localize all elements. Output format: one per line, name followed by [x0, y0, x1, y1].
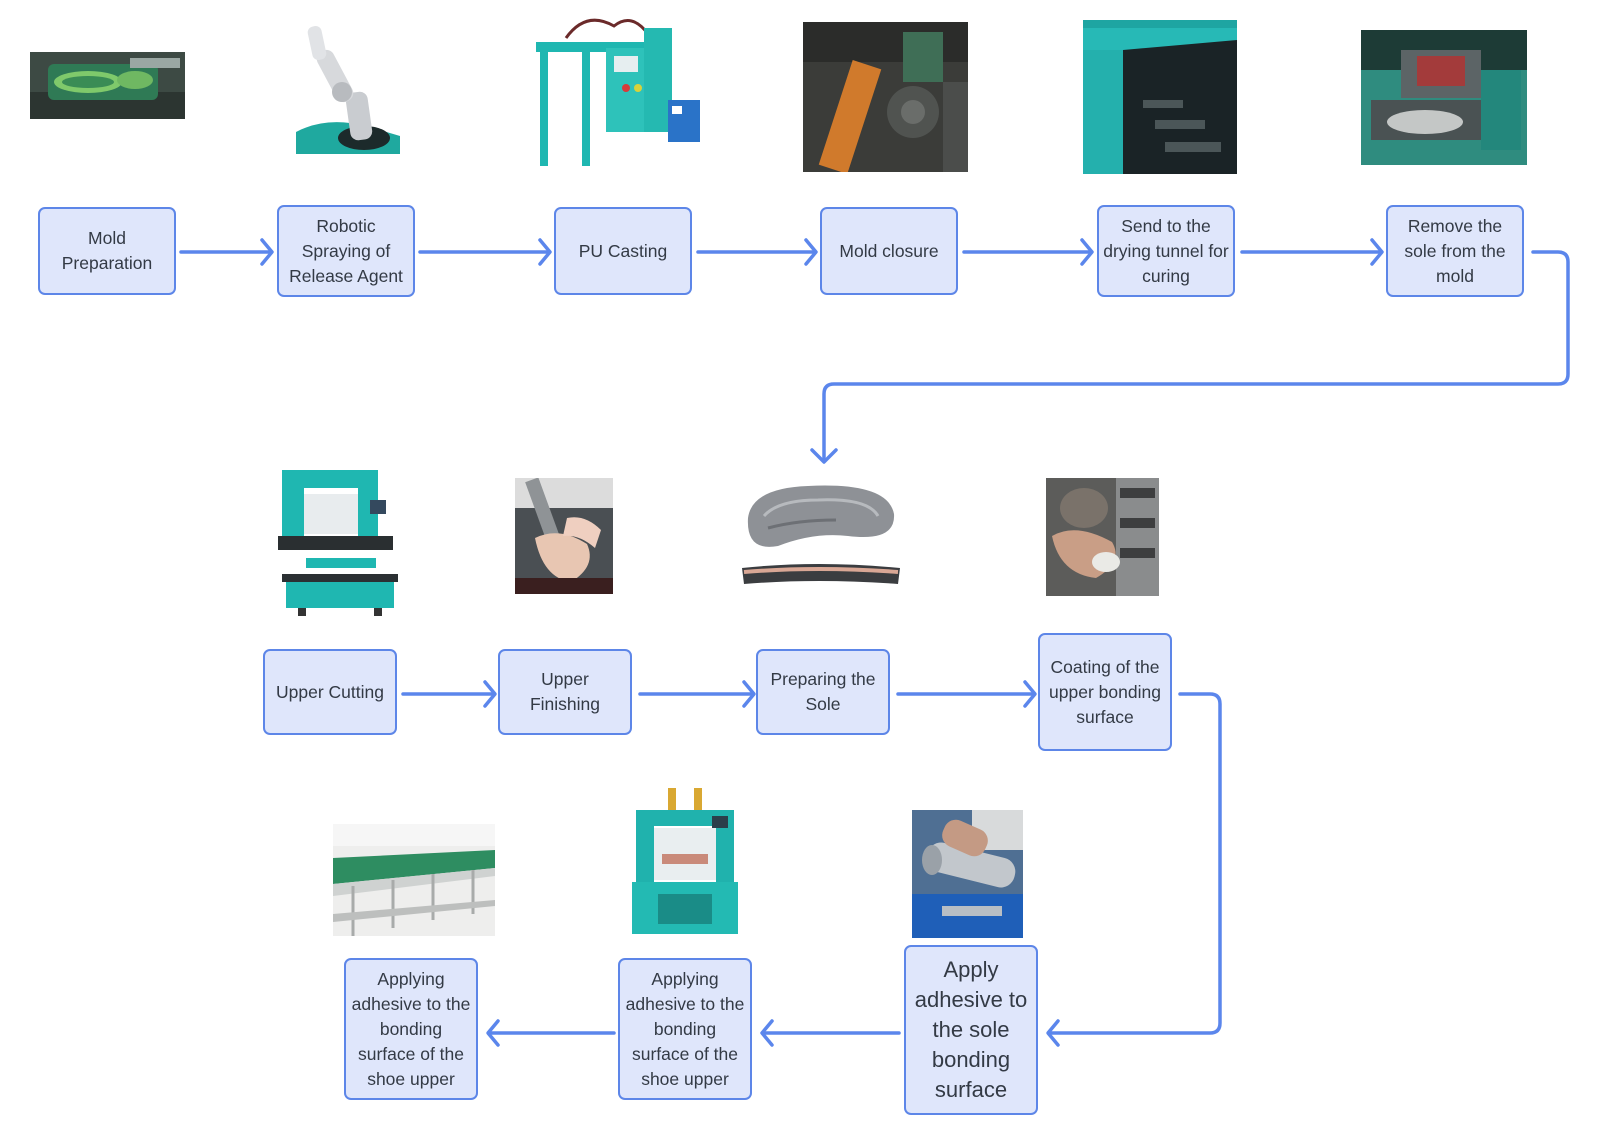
step-label: Mold Preparation	[61, 228, 153, 273]
step-label: Coating of the upper bonding surface	[1049, 656, 1161, 727]
adhesive-sole-roller-photo	[912, 810, 1023, 938]
step-upper-cutting: Upper Cutting	[263, 649, 397, 735]
mold-preparation-photo	[30, 52, 185, 119]
step-robotic-spraying: Robotic Spraying of Release Agent	[277, 205, 415, 297]
step-label: Apply adhesive to the sole bonding surfa…	[914, 957, 1028, 1102]
drying-tunnel-photo	[1083, 20, 1237, 174]
upper-finishing-photo	[515, 478, 613, 594]
step-label: Applying adhesive to the bonding surface…	[351, 968, 471, 1089]
arrow-10-11	[1048, 692, 1222, 1035]
arrow-6-9	[822, 250, 1570, 462]
step-adhesive-upper-left: Applying adhesive to the bonding surface…	[344, 958, 478, 1100]
step-label: Upper Finishing	[529, 669, 601, 714]
step-label: PU Casting	[578, 240, 668, 261]
step-remove-sole: Remove the sole from the mold	[1386, 205, 1524, 297]
step-mold-preparation: Mold Preparation	[38, 207, 176, 295]
step-preparing-sole: Preparing the Sole	[756, 649, 890, 735]
step-label: Applying adhesive to the bonding surface…	[625, 968, 745, 1089]
step-adhesive-upper-middle: Applying adhesive to the bonding surface…	[618, 958, 752, 1100]
step-upper-finishing: Upper Finishing	[498, 649, 632, 735]
pu-casting-machine-photo	[536, 8, 706, 168]
adhesive-press-machine-photo	[632, 788, 738, 934]
assembly-line-photo	[333, 824, 495, 936]
mold-closure-photo	[803, 22, 968, 172]
step-label: Upper Cutting	[276, 681, 384, 702]
robotic-arm-photo	[296, 20, 400, 154]
step-label: Mold closure	[839, 240, 939, 261]
step-label: Preparing the Sole	[770, 669, 876, 714]
remove-sole-photo	[1361, 30, 1527, 165]
step-mold-closure: Mold closure	[820, 207, 958, 295]
step-label: Send to the drying tunnel for curing	[1103, 215, 1229, 286]
step-coating-upper: Coating of the upper bonding surface	[1038, 633, 1172, 751]
step-adhesive-sole: Apply adhesive to the sole bonding surfa…	[904, 945, 1038, 1115]
sole-photo	[738, 480, 903, 593]
upper-cutting-machine-photo	[278, 470, 403, 618]
coating-upper-photo	[1046, 478, 1159, 596]
step-label: Remove the sole from the mold	[1404, 215, 1506, 286]
step-drying-tunnel: Send to the drying tunnel for curing	[1097, 205, 1235, 297]
step-pu-casting: PU Casting	[554, 207, 692, 295]
step-label: Robotic Spraying of Release Agent	[289, 215, 403, 286]
